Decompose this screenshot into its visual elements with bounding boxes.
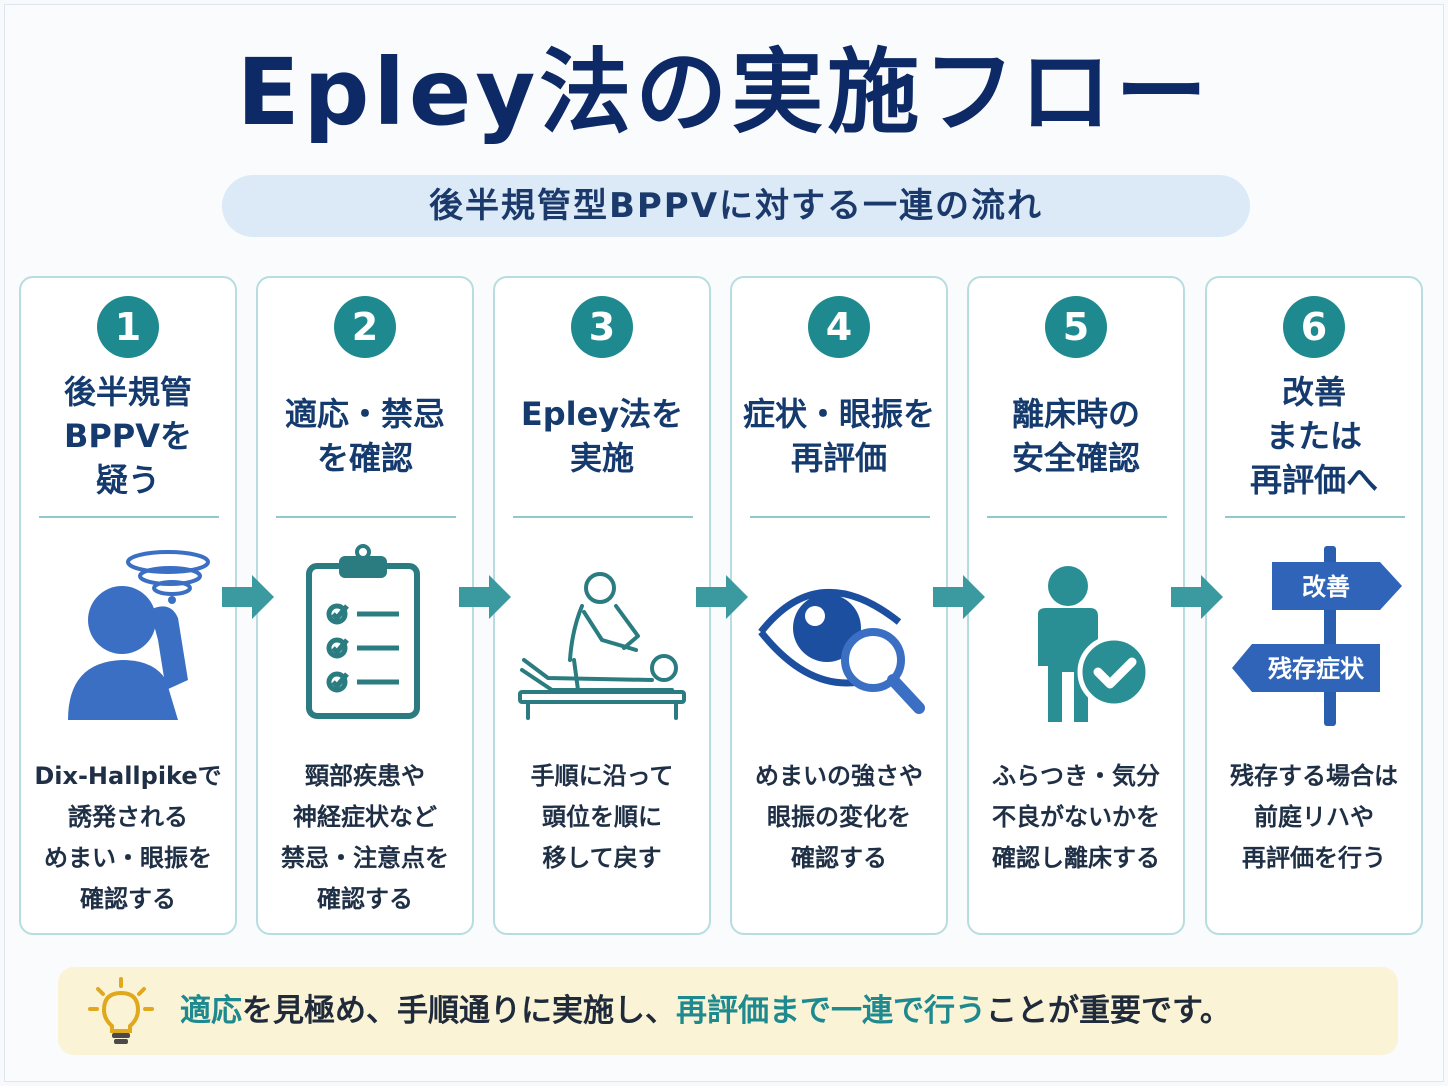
note-highlight: 再評価まで一連で行う (676, 993, 986, 1029)
sign-label-improve: 改善 (1302, 573, 1350, 601)
flow-arrow-2 (459, 575, 511, 619)
note-text: を見極め、手順通りに実施し、 (242, 993, 676, 1029)
step-card-3: 3 Epley法を 実施 手順に沿って 頭位を順に 移して戻す (493, 276, 711, 935)
step-title: 症状・眼振を 再評価 (742, 395, 935, 477)
step-description: めまいの強さや 眼振の変化を 確認する (755, 762, 923, 872)
step-number-badge: 2 (334, 296, 396, 358)
note-highlight: 適応 (180, 993, 242, 1029)
divider (987, 516, 1167, 518)
divider (1225, 516, 1405, 518)
key-point-text: 適応を見極め、手順通りに実施し、再評価まで一連で行うことが重要です。 (180, 967, 1231, 1055)
step-description: 手順に沿って 頭位を順に 移して戻す (530, 762, 674, 872)
step-number-badge: 3 (571, 296, 633, 358)
step-number-badge: 1 (97, 296, 159, 358)
step-title: 適応・禁忌 を確認 (284, 395, 445, 477)
flow-arrow-4 (933, 575, 985, 619)
step-card-6: 6 改善 または 再評価へ 改善 残存症状 残存する場合は 前庭リハや 再評価を… (1205, 276, 1423, 935)
note-text: ことが重要です。 (986, 993, 1231, 1029)
subtitle-pill: 後半規管型BPPVに対する一連の流れ (222, 175, 1250, 237)
flow-arrow-3 (696, 575, 748, 619)
step-title: 改善 または 再評価へ (1249, 373, 1378, 499)
lightbulb-icon (88, 977, 154, 1044)
divider (750, 516, 930, 518)
step-description: ふらつき・気分 不良がないかを 確認し離床する (992, 762, 1160, 872)
step-number-badge: 4 (808, 296, 870, 358)
step-description: Dix-Hallpikeで 誘発される めまい・眼振を 確認する (34, 762, 222, 913)
standing-person-check-icon (986, 540, 1166, 730)
flow-arrow-5 (1171, 575, 1223, 619)
step-card-1: 1 後半規管 BPPVを 疑う Dix-Hallpikeで 誘発される めまい・… (19, 276, 237, 935)
divider (276, 516, 456, 518)
step-title: Epley法を 実施 (520, 395, 684, 477)
therapist-patient-icon (512, 540, 692, 730)
eye-magnifier-icon (749, 540, 929, 730)
signpost-icon: 改善 残存症状 (1224, 540, 1404, 730)
step-title: 後半規管 BPPVを 疑う (63, 373, 193, 499)
step-card-2: 2 適応・禁忌 を確認 頸部疾患や 神経症状など 禁忌・注意点を 確認する (256, 276, 474, 935)
step-card-4: 4 症状・眼振を 再評価 めまいの強さや 眼振の変化を 確認する (730, 276, 948, 935)
flow-arrow-1 (222, 575, 274, 619)
dizzy-person-icon (38, 540, 218, 730)
step-number-badge: 5 (1045, 296, 1107, 358)
divider (513, 516, 693, 518)
divider (39, 516, 219, 518)
step-card-5: 5 離床時の 安全確認 ふらつき・気分 不良がないかを 確認し離床する (967, 276, 1185, 935)
step-number-badge: 6 (1283, 296, 1345, 358)
step-title: 離床時の 安全確認 (1011, 395, 1140, 477)
page-title: Epley法の実施フロー (236, 39, 1212, 146)
sign-label-residual: 残存症状 (1268, 655, 1365, 683)
step-description: 頸部疾患や 神経症状など 禁忌・注意点を 確認する (281, 762, 449, 913)
step-description: 残存する場合は 前庭リハや 再評価を行う (1230, 762, 1398, 872)
clipboard-checklist-icon (275, 540, 455, 730)
key-point-note: 適応を見極め、手順通りに実施し、再評価まで一連で行うことが重要です。 (58, 967, 1398, 1055)
